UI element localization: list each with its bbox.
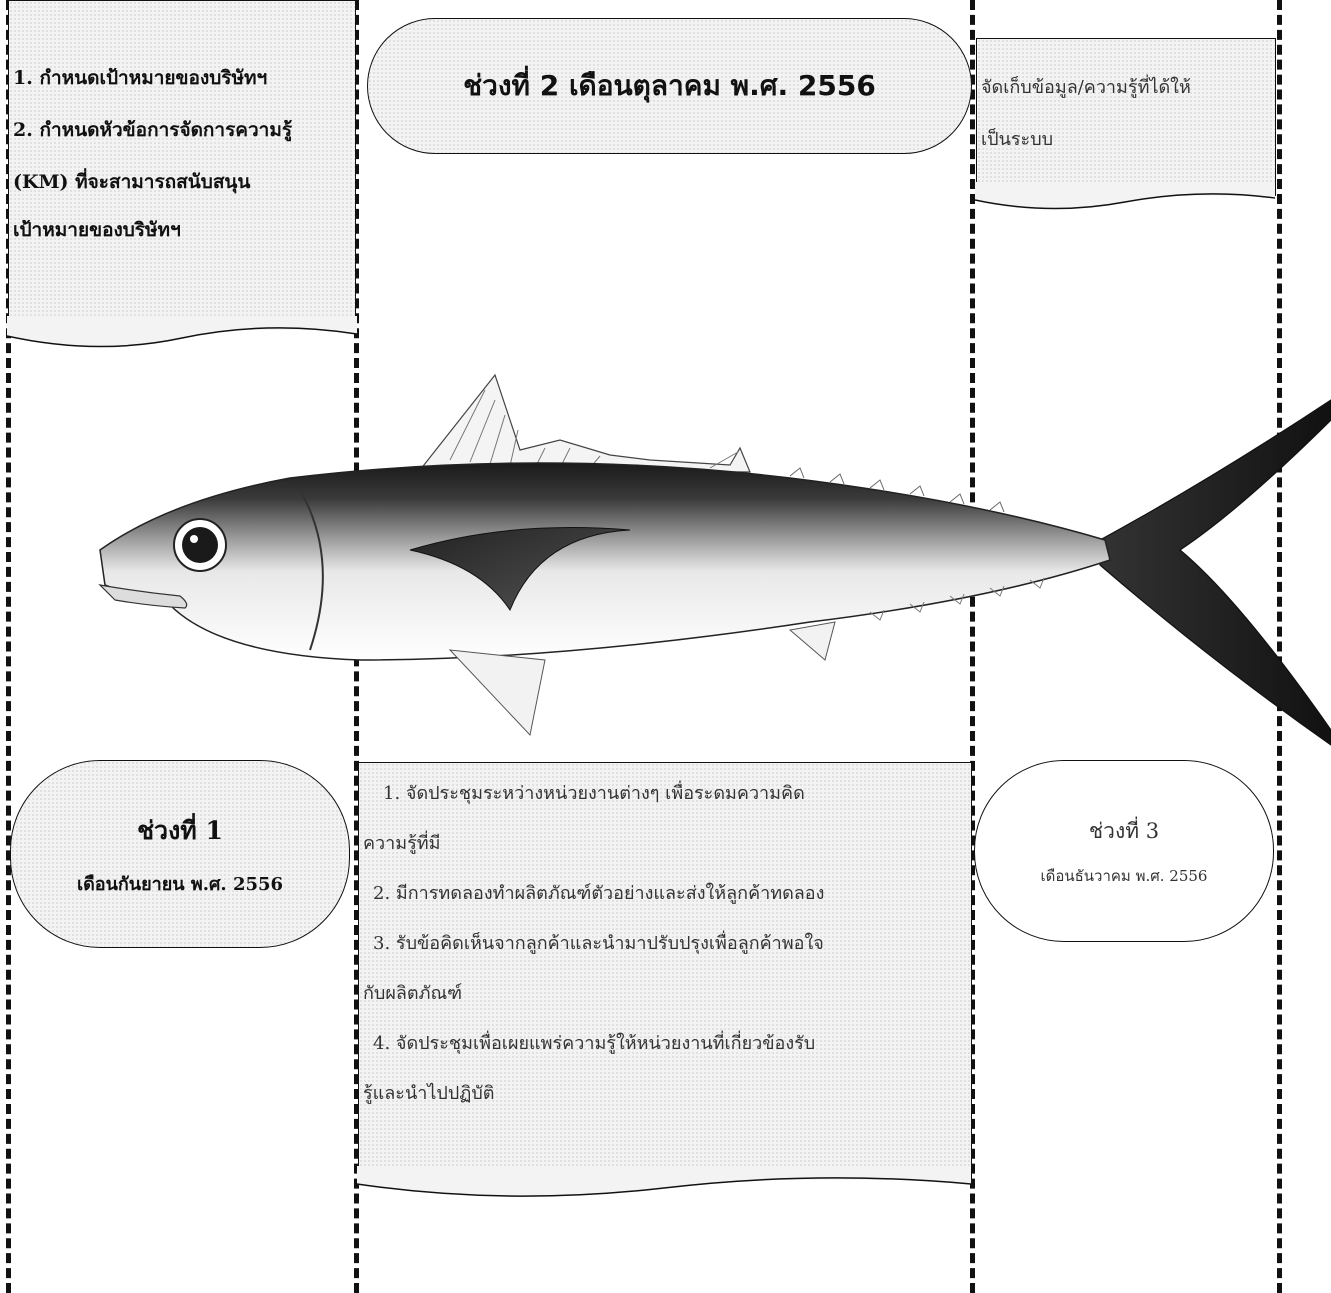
ventral-finlet xyxy=(790,622,835,660)
store-line-2: เป็นระบบ xyxy=(981,131,1053,149)
phase1-subtitle: เดือนกันยายน พ.ศ. 2556 xyxy=(77,869,283,898)
goals-box-wave xyxy=(7,316,357,356)
activities-line-5: กับผลิตภัณฑ์ xyxy=(363,985,462,1003)
phase3-label: ช่วงที่ 3 เดือนธันวาคม พ.ศ. 2556 xyxy=(974,760,1274,942)
tail-fin xyxy=(1100,400,1331,745)
goals-line-4: เป้าหมายของบริษัทฯ xyxy=(13,221,181,240)
anal-fin xyxy=(450,650,545,735)
goals-box: 1. กำหนดเป้าหมายของบริษัทฯ 2. กำหนดหัวข้… xyxy=(8,0,356,330)
phase3-subtitle: เดือนธันวาคม พ.ศ. 2556 xyxy=(1041,864,1208,888)
phase1-title: ช่วงที่ 1 xyxy=(137,811,223,851)
activities-box-wave xyxy=(357,1166,971,1206)
activities-line-3: 2. มีการทดลองทำผลิตภัณฑ์ตัวอย่างและส่งให… xyxy=(373,885,824,903)
store-knowledge-box: จัดเก็บข้อมูล/ความรู้ที่ได้ให้ เป็นระบบ xyxy=(976,38,1276,196)
phase2-label: ช่วงที่ 2 เดือนตุลาคม พ.ศ. 2556 xyxy=(367,18,972,154)
activities-line-7: รู้และนำไปปฏิบัติ xyxy=(363,1085,494,1103)
activities-line-2: ความรู้ที่มี xyxy=(363,835,441,853)
fish-body xyxy=(100,463,1110,660)
fish-eye-highlight xyxy=(190,535,198,543)
activities-line-6: 4. จัดประชุมเพื่อเผยแพร่ความรู้ให้หน่วยง… xyxy=(373,1035,815,1053)
fish-pupil xyxy=(182,527,218,563)
store-box-wave xyxy=(975,182,1275,222)
fish-illustration xyxy=(90,360,1331,760)
goals-line-2: 2. กำหนดหัวข้อการจัดการความรู้ xyxy=(13,121,292,140)
phase2-title: ช่วงที่ 2 เดือนตุลาคม พ.ศ. 2556 xyxy=(463,64,876,108)
phase3-title: ช่วงที่ 3 xyxy=(1089,815,1159,848)
activities-line-4: 3. รับข้อคิดเห็นจากลูกค้าและนำมาปรับปรุง… xyxy=(373,935,824,953)
dorsal-fin xyxy=(420,375,750,472)
store-line-1: จัดเก็บข้อมูล/ความรู้ที่ได้ให้ xyxy=(981,79,1191,97)
activities-line-1: 1. จัดประชุมระหว่างหน่วยงานต่างๆ เพื่อระ… xyxy=(383,785,805,803)
activities-box: 1. จัดประชุมระหว่างหน่วยงานต่างๆ เพื่อระ… xyxy=(358,762,972,1180)
goals-line-1: 1. กำหนดเป้าหมายของบริษัทฯ xyxy=(13,69,267,88)
phase1-label: ช่วงที่ 1 เดือนกันยายน พ.ศ. 2556 xyxy=(10,760,350,948)
goals-line-3: (KM) ที่จะสามารถสนับสนุน xyxy=(13,173,250,192)
